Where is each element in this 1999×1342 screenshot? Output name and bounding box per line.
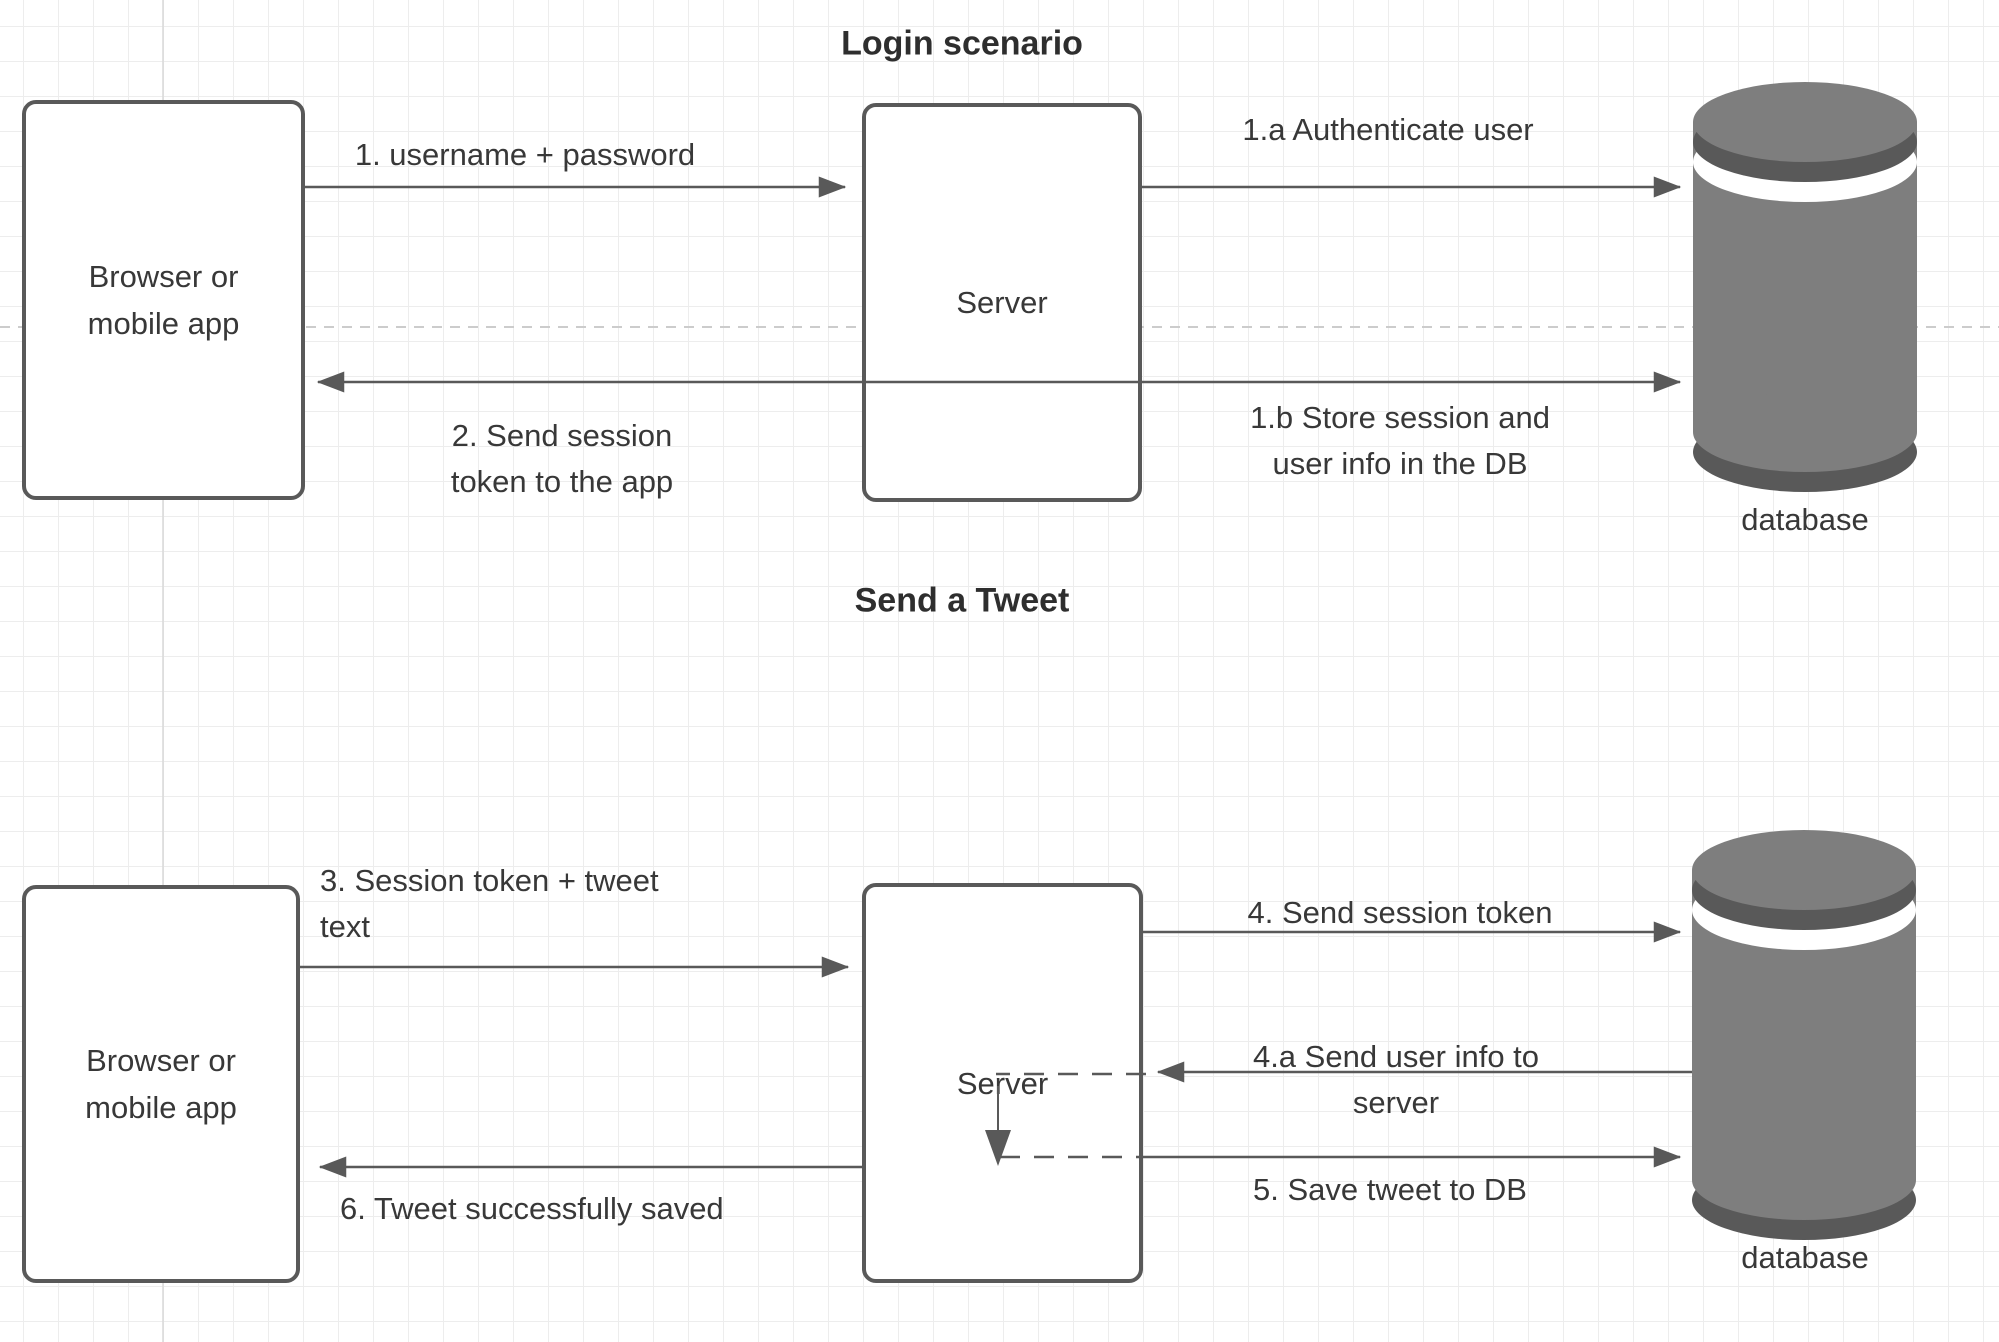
msg2-label: 2. Send session token to the app — [451, 413, 673, 505]
msg3-line1: 3. Session token + tweet — [320, 863, 659, 898]
msg1a-label: 1.a Authenticate user — [1242, 112, 1534, 147]
cylinder-bottom — [1692, 1140, 1916, 1220]
msg2-line1: 2. Send session — [451, 418, 673, 453]
tweet-client-label-line2: mobile app — [85, 1090, 237, 1125]
tweet-client-box: Browser or mobile app — [22, 885, 300, 1283]
msg4a-line2: server — [1352, 1085, 1440, 1120]
cylinder-top-cap — [1693, 82, 1917, 162]
login-scenario-title: Login scenario — [841, 24, 1083, 63]
tweet-database-cylinder — [1692, 830, 1916, 1240]
tweet-client-label-line1: Browser or — [86, 1043, 236, 1078]
login-server-label: Server — [956, 285, 1048, 320]
msg1-label: 1. username + password — [354, 137, 696, 172]
login-database-label: database — [1741, 502, 1869, 537]
msg1b-line1: 1.b Store session and — [1250, 400, 1550, 435]
msg6-label: 6. Tweet successfully saved — [340, 1191, 724, 1226]
login-server-box: Server — [862, 103, 1142, 502]
msg2-line2: token to the app — [450, 464, 674, 499]
msg1b-label: 1.b Store session and user info in the D… — [1250, 395, 1550, 487]
login-database-cylinder — [1693, 82, 1917, 492]
msg3-label: 3. Session token + tweet text — [320, 858, 659, 950]
msg1b-line2: user info in the DB — [1272, 446, 1528, 481]
tweet-server-label: Server — [956, 1065, 1049, 1101]
cylinder-top-cap — [1692, 830, 1916, 910]
tweet-database-label: database — [1741, 1240, 1869, 1275]
msg5-label: 5. Save tweet to DB — [1253, 1172, 1527, 1207]
login-client-label-line2: mobile app — [87, 306, 240, 341]
send-a-tweet-title: Send a Tweet — [854, 581, 1070, 620]
server-internal-arrowhead — [985, 1130, 1011, 1166]
login-client-label-line1: Browser or — [88, 259, 239, 294]
msg4-label: 4. Send session token — [1247, 895, 1553, 930]
login-client-box: Browser or mobile app — [22, 100, 305, 500]
msg3-line2: text — [320, 909, 370, 944]
msg4a-label: 4.a Send user info to server — [1253, 1034, 1539, 1126]
cylinder-bottom — [1693, 392, 1917, 472]
tweet-server-box: Server — [862, 883, 1143, 1283]
msg4a-line1: 4.a Send user info to — [1252, 1039, 1540, 1074]
